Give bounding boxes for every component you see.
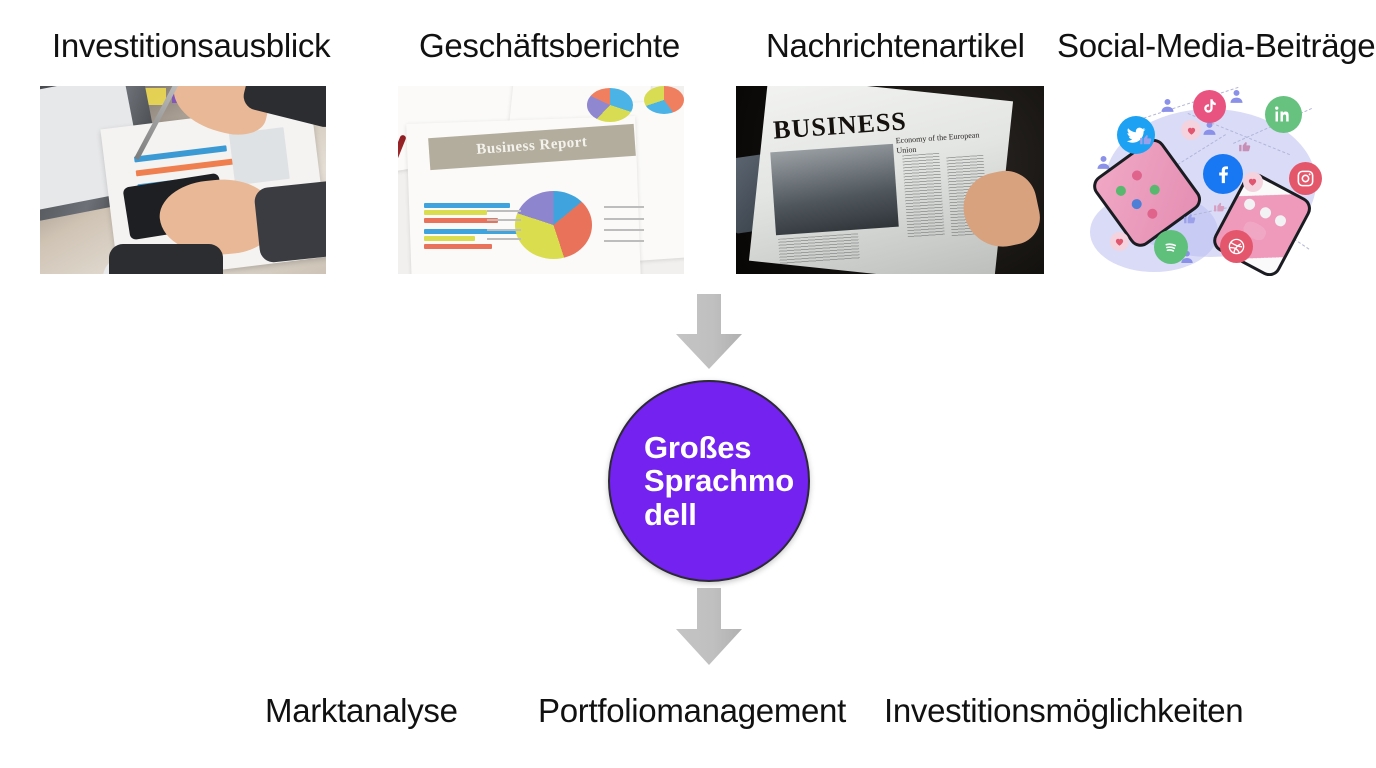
legend-line bbox=[486, 210, 521, 213]
legend-line bbox=[603, 217, 644, 220]
input-label-investitionsausblick: Investitionsausblick bbox=[52, 27, 331, 64]
app-dot bbox=[1273, 213, 1289, 228]
input-label-nachrichtenartikel: Nachrichtenartikel bbox=[766, 27, 1025, 64]
pie-chart-shape bbox=[515, 191, 593, 259]
report-title-text: Business Report bbox=[476, 134, 589, 159]
user-avatar-icon bbox=[1095, 154, 1112, 176]
input-image-investitionsausblick bbox=[40, 86, 326, 274]
spotify-icon bbox=[1153, 230, 1188, 265]
input-image-nachrichtenartikel: BUSINESS Economy of the European Union bbox=[736, 86, 1044, 274]
thumbs-up-icon bbox=[1238, 139, 1252, 158]
legend-line bbox=[603, 228, 644, 231]
legend-line bbox=[603, 240, 644, 243]
app-dot bbox=[1129, 197, 1144, 212]
output-label-investitionsmoeglichkeiten: Investitionsmöglichkeiten bbox=[884, 692, 1244, 729]
newspaper-text-column bbox=[902, 152, 946, 238]
pie-chart-shape bbox=[643, 86, 684, 115]
app-dot bbox=[1145, 206, 1160, 221]
legend-line bbox=[603, 206, 644, 209]
bar-shape bbox=[423, 202, 510, 208]
llm-node: Großes Sprachmo dell bbox=[608, 380, 810, 582]
flow-arrow-down-to-outputs bbox=[674, 588, 744, 666]
linkedin-icon bbox=[1264, 95, 1302, 133]
heart-icon bbox=[1242, 171, 1263, 192]
legend-line bbox=[486, 228, 521, 231]
input-image-geschaeftsberichte: Business Report bbox=[398, 86, 684, 274]
legend-line bbox=[486, 238, 521, 241]
bar-shape bbox=[133, 145, 227, 163]
flow-arrow-down-to-model bbox=[674, 294, 744, 370]
twitter-icon bbox=[1117, 116, 1156, 155]
heart-icon bbox=[1109, 232, 1129, 252]
thumbs-up-icon bbox=[1183, 211, 1197, 230]
app-dot bbox=[1129, 168, 1144, 183]
bar-shape bbox=[423, 243, 493, 249]
input-image-social-media-beitraege bbox=[1090, 86, 1336, 276]
bar-shape bbox=[423, 210, 487, 216]
output-label-portfoliomanagement: Portfoliomanagement bbox=[538, 692, 846, 729]
instagram-icon bbox=[1289, 162, 1323, 195]
bar-shape bbox=[423, 236, 476, 242]
tiktok-icon bbox=[1193, 89, 1227, 123]
app-dot bbox=[1258, 205, 1273, 220]
heart-icon bbox=[1181, 120, 1202, 141]
bar-shape bbox=[423, 217, 499, 223]
input-label-social-media-beitraege: Social-Media-Beiträge bbox=[1057, 27, 1376, 64]
thumbs-up-icon bbox=[1139, 132, 1153, 151]
dribbble-icon bbox=[1220, 230, 1254, 264]
output-label-marktanalyse: Marktanalyse bbox=[265, 692, 458, 729]
legend-line bbox=[486, 219, 521, 222]
bar-shape bbox=[423, 228, 519, 234]
app-dot bbox=[1113, 183, 1128, 198]
sleeve-shape bbox=[253, 179, 326, 264]
user-avatar-icon bbox=[1228, 88, 1245, 110]
sleeve-shape bbox=[108, 243, 224, 274]
facebook-icon bbox=[1203, 154, 1244, 195]
pie-chart-shape bbox=[586, 87, 633, 122]
llm-node-label-line3: dell bbox=[644, 496, 697, 532]
llm-node-label-line2: Sprachmo bbox=[644, 463, 794, 499]
user-avatar-icon bbox=[1201, 120, 1218, 142]
app-dot bbox=[1242, 196, 1258, 212]
user-avatar-icon bbox=[1159, 97, 1176, 119]
llm-node-label: Großes Sprachmo dell bbox=[610, 429, 808, 532]
llm-node-label-line1: Großes bbox=[644, 429, 752, 465]
thumbs-up-icon bbox=[1213, 200, 1226, 218]
chart-block-shape bbox=[228, 127, 290, 186]
newspaper-photo-shape bbox=[770, 143, 899, 235]
app-dot bbox=[1147, 182, 1162, 197]
input-label-geschaeftsberichte: Geschäftsberichte bbox=[419, 27, 680, 64]
